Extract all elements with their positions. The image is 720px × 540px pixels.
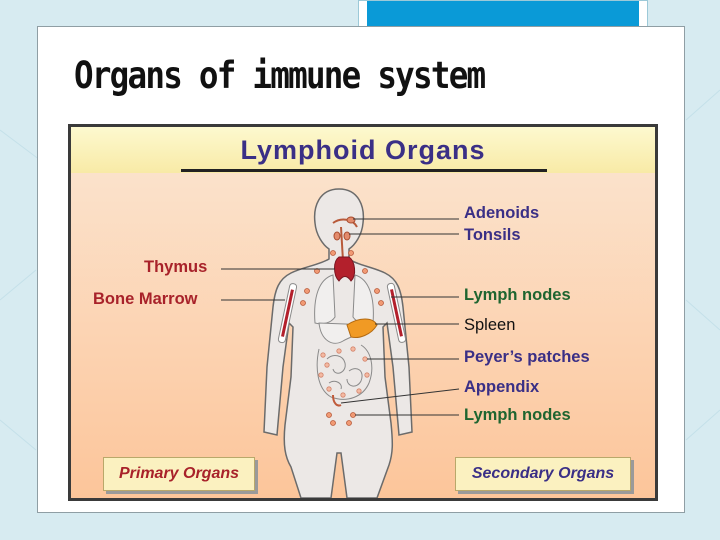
throat xyxy=(332,218,358,262)
bone-marrow-shape xyxy=(281,289,403,337)
figure-title: Lymphoid Organs xyxy=(240,135,486,165)
label-adenoids: Adenoids xyxy=(464,204,540,222)
label-thymus: Thymus xyxy=(144,258,208,276)
slide-title: Organs of immune system xyxy=(74,54,486,97)
appendix-shape xyxy=(332,394,342,407)
label-peyers-patches: Peyer’s patches xyxy=(464,348,590,366)
label-spleen: Spleen xyxy=(464,316,516,334)
figure-title-underline xyxy=(181,169,547,172)
label-appendix: Appendix xyxy=(464,378,540,396)
label-lymph-nodes-lower: Lymph nodes xyxy=(464,406,571,424)
lungs xyxy=(314,274,374,325)
peyers-patches-dots xyxy=(318,346,370,398)
leader-lines xyxy=(221,218,460,416)
label-lymph-nodes-upper: Lymph nodes xyxy=(464,286,571,304)
spleen-shape xyxy=(346,318,378,338)
label-bone-marrow: Bone Marrow xyxy=(93,290,198,308)
lymph-node-dots xyxy=(300,250,384,426)
primary-organs-tag: Primary Organs xyxy=(103,457,255,491)
secondary-organs-tag: Secondary Organs xyxy=(455,457,631,491)
label-tonsils: Tonsils xyxy=(464,226,521,244)
lymphoid-organs-figure: Lymphoid Organs xyxy=(68,124,658,501)
figure-title-band xyxy=(71,127,655,173)
intestines xyxy=(316,344,373,400)
human-body-illustration xyxy=(221,188,460,498)
